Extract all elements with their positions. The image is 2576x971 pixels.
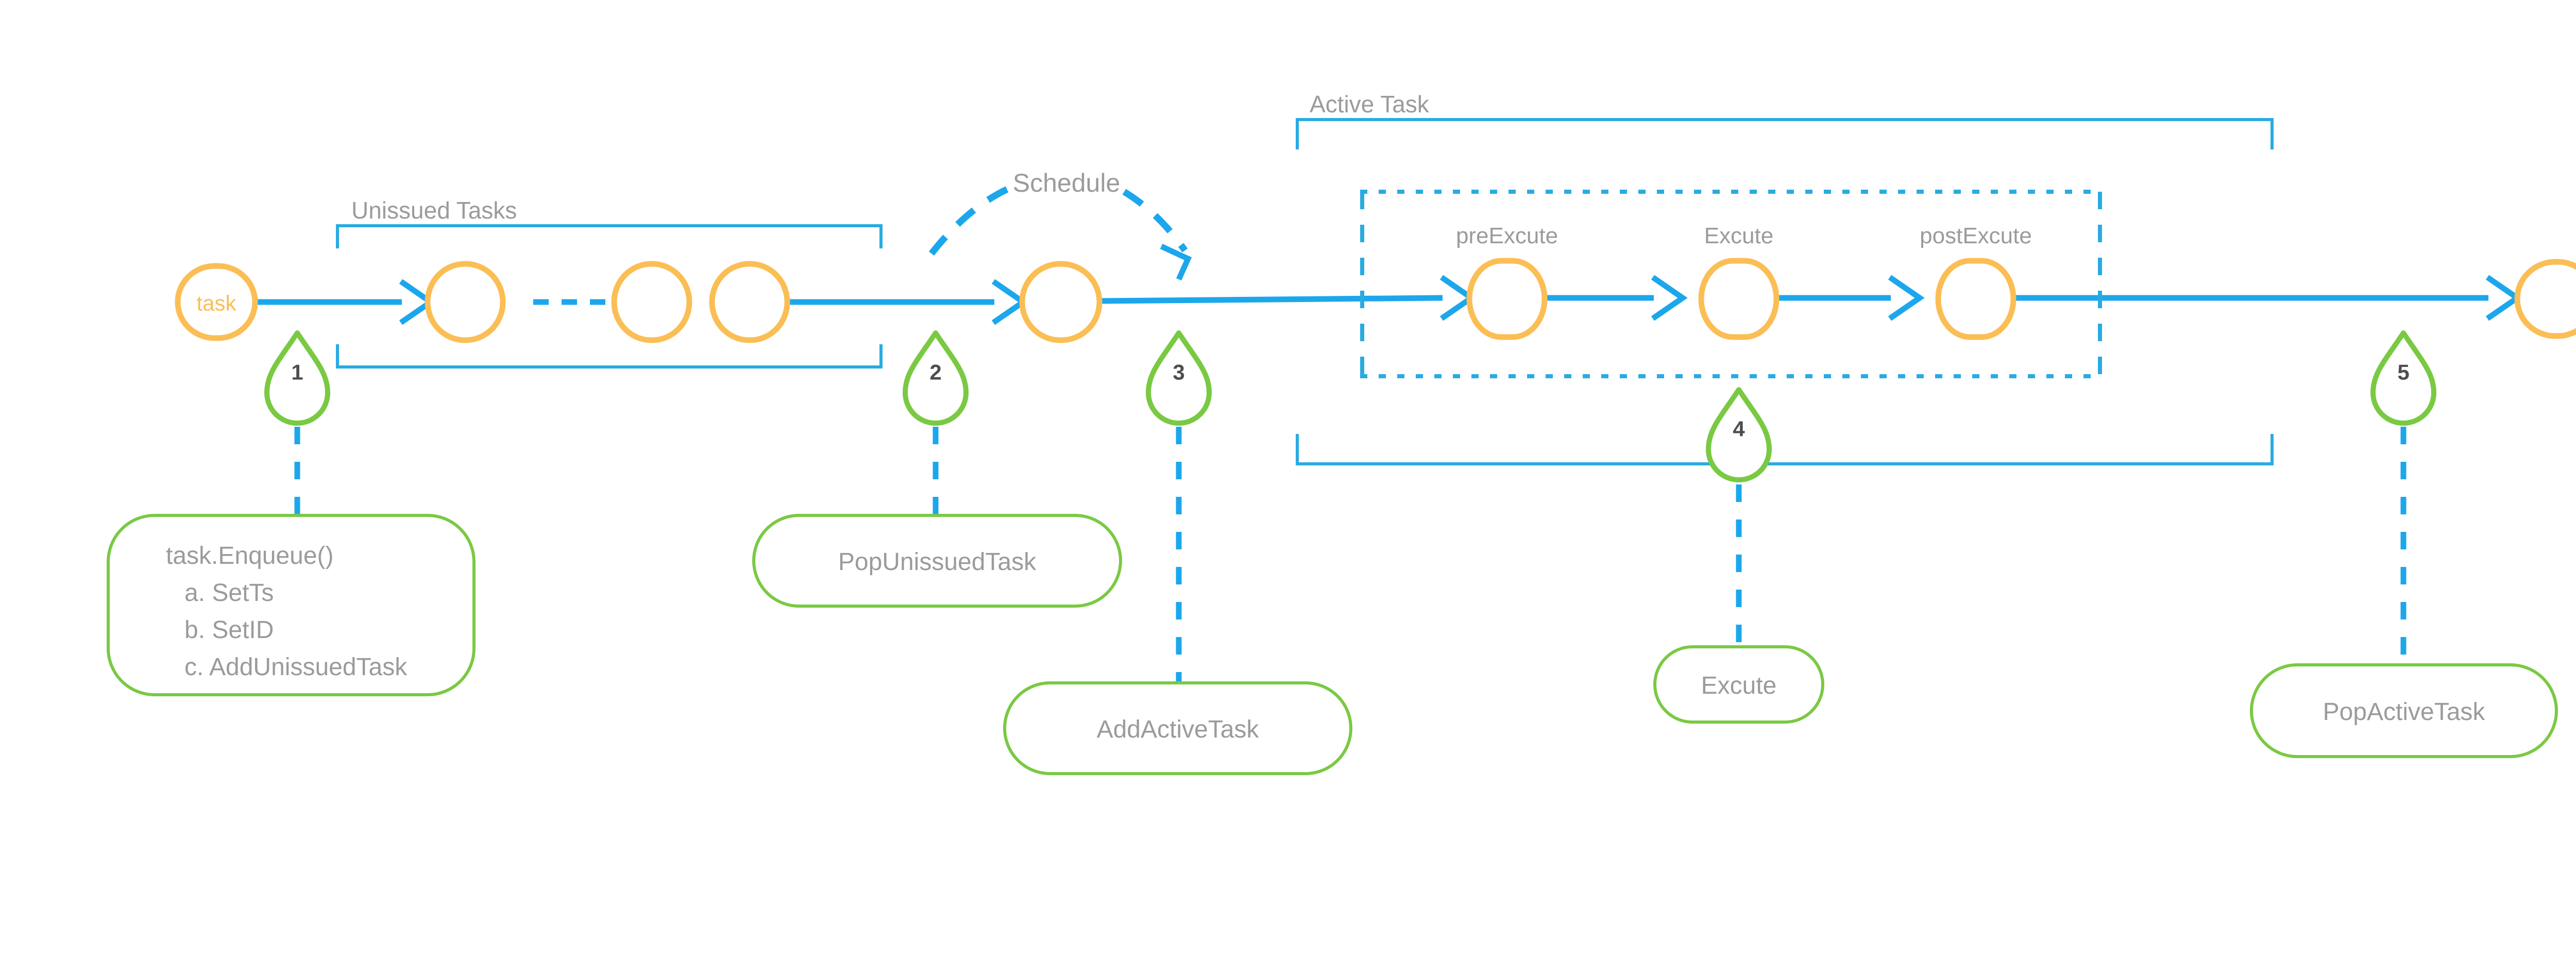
schedule-arc-left bbox=[928, 185, 1012, 256]
preexcute-label: preExcute bbox=[1456, 223, 1558, 248]
postexcute-node-shape bbox=[1935, 258, 2016, 340]
callout-excute-label: Excute bbox=[1701, 672, 1777, 699]
queue-node-2[interactable] bbox=[611, 261, 692, 343]
task-node-shape bbox=[175, 263, 258, 341]
callout-enqueue-line-2: a. SetTs bbox=[184, 579, 274, 607]
callout-pop-unissued[interactable]: PopUnissuedTask bbox=[752, 514, 1122, 608]
pin-4-number: 4 bbox=[1733, 417, 1745, 441]
unissued-bracket-top bbox=[336, 224, 883, 248]
callout-pop-unissued-label: PopUnissuedTask bbox=[838, 548, 1037, 576]
pin-5-shape bbox=[2370, 330, 2436, 426]
callout-pop-active-label: PopActiveTask bbox=[2323, 698, 2486, 726]
schedule-arrowhead bbox=[1160, 244, 1192, 281]
pin-4-shape bbox=[1706, 387, 1772, 482]
callout-excute-box bbox=[1653, 645, 1824, 724]
callout-leader-lines bbox=[294, 392, 2406, 683]
pin-marker-5[interactable]: 5 bbox=[2370, 330, 2436, 426]
callout-enqueue-line-3: b. SetID bbox=[184, 616, 274, 644]
pin-1-number: 1 bbox=[291, 360, 303, 384]
schedule-label: Schedule bbox=[1013, 169, 1121, 197]
schedule-annotation: Schedule bbox=[928, 169, 1192, 281]
queue-node-1[interactable] bbox=[425, 261, 506, 343]
arrowhead-to-excute bbox=[1651, 275, 1688, 321]
node-preexcute[interactable]: preExcute bbox=[1456, 223, 1558, 340]
pin-5-number: 5 bbox=[2397, 360, 2409, 384]
schedule-arc-right bbox=[1122, 189, 1188, 253]
callout-add-active[interactable]: AddActiveTask bbox=[1003, 681, 1352, 775]
active-bracket-top bbox=[1296, 118, 2274, 149]
node-postexcute[interactable]: postExcute bbox=[1920, 223, 2032, 340]
excute-label: Excute bbox=[1704, 223, 1774, 248]
task-node-label: task bbox=[196, 291, 236, 315]
pin-1-shape bbox=[264, 330, 330, 426]
execution-stage-nodes: preExcute Excute postExcute bbox=[1456, 223, 2032, 340]
node-task-source[interactable]: task bbox=[175, 263, 258, 341]
callout-pop-unissued-box bbox=[752, 514, 1122, 608]
unissued-queue-nodes bbox=[425, 261, 790, 343]
callout-enqueue[interactable]: task.Enqueue() a. SetTs b. SetID c. AddU… bbox=[107, 514, 476, 696]
pin-marker-2[interactable]: 2 bbox=[903, 330, 969, 426]
active-task-group: Active Task bbox=[1296, 91, 2274, 465]
arrowhead-to-scheduled bbox=[991, 279, 1028, 325]
active-bracket-bottom bbox=[1296, 434, 2274, 465]
pin-2-shape bbox=[903, 330, 969, 426]
callout-add-active-label: AddActiveTask bbox=[1097, 716, 1260, 743]
arrowhead-to-done bbox=[2485, 275, 2522, 321]
pin-3-shape bbox=[1146, 330, 1212, 426]
done-node-shape bbox=[2514, 259, 2576, 339]
pin-2-number: 2 bbox=[929, 360, 941, 384]
node-done[interactable] bbox=[2514, 259, 2576, 339]
callout-add-active-box bbox=[1003, 681, 1352, 775]
pin-markers: 1 2 3 4 5 bbox=[264, 330, 2436, 482]
callout-enqueue-line-1: task.Enqueue() bbox=[166, 542, 334, 570]
unissued-tasks-group: Unissued Tasks bbox=[336, 197, 883, 369]
pin-marker-3[interactable]: 3 bbox=[1146, 330, 1212, 426]
callout-excute[interactable]: Excute bbox=[1653, 645, 1824, 724]
flow-segment-scheduled-to-pre bbox=[1097, 295, 1443, 304]
queue-node-3[interactable] bbox=[709, 261, 790, 343]
postexcute-label: postExcute bbox=[1920, 223, 2032, 248]
callout-enqueue-box bbox=[107, 514, 476, 696]
pin-marker-1[interactable]: 1 bbox=[264, 330, 330, 426]
node-excute[interactable]: Excute bbox=[1698, 223, 1780, 340]
callout-enqueue-line-4: c. AddUnissuedTask bbox=[184, 654, 408, 681]
flow-connectors bbox=[252, 295, 2488, 305]
scheduled-node-shape bbox=[1019, 261, 1103, 343]
unissued-tasks-label: Unissued Tasks bbox=[351, 197, 517, 224]
preexcute-node-shape bbox=[1466, 258, 1548, 340]
execution-stage-box bbox=[1360, 190, 2102, 378]
excute-node-shape bbox=[1698, 258, 1780, 340]
unissued-bracket-bottom bbox=[336, 344, 883, 369]
node-scheduled[interactable] bbox=[1019, 261, 1103, 343]
arrowhead-to-postexcute bbox=[1888, 275, 1925, 321]
callout-pop-active-box bbox=[2250, 663, 2558, 758]
callout-pop-active[interactable]: PopActiveTask bbox=[2250, 663, 2558, 758]
active-task-label: Active Task bbox=[1310, 91, 1430, 118]
pin-3-number: 3 bbox=[1173, 360, 1184, 384]
pin-marker-4[interactable]: 4 bbox=[1706, 387, 1772, 482]
